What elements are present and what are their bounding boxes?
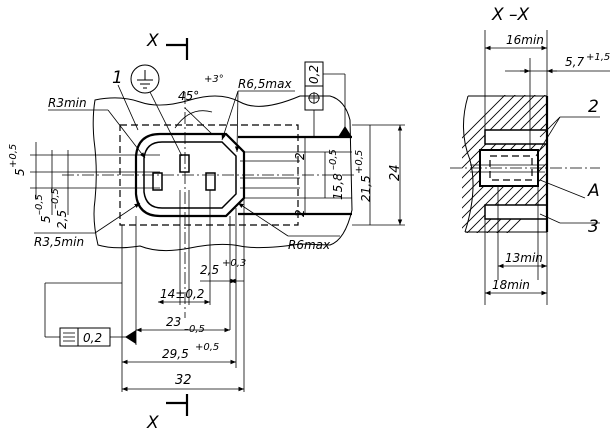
dim-r35min: R3,5min [34, 235, 84, 249]
callout-3: 3 [588, 217, 599, 237]
callout-1: 1 [112, 68, 123, 88]
tolerance-frame-top: 0,2 [304, 61, 352, 137]
contact-left [152, 172, 163, 191]
section-view: X –X [450, 5, 610, 305]
section-mark-bottom: X [146, 413, 159, 432]
dim-24: 24 [388, 164, 403, 181]
dim-18min: 18min [492, 278, 530, 292]
front-view: 1 X X 45° +3° R3min R6,5max R3,5min R6ma… [8, 31, 405, 432]
dim-2-bottom: 2 [293, 209, 307, 217]
dim-13min: 13min [505, 251, 543, 265]
dim-32: 32 [175, 373, 192, 388]
dim-16min: 16min [506, 33, 544, 47]
tolerance-frame-bottom: 0,2 [44, 282, 136, 347]
section-title: X –X [491, 5, 530, 25]
dim-25h: 2,5 [200, 263, 219, 277]
dim-r3min: R3min [48, 96, 87, 110]
dim-r65max: R6,5max [238, 77, 292, 91]
dim-23-tol: –0,5 [184, 324, 205, 335]
dim-23: 23 [166, 315, 181, 329]
dim-2-top: 2 [293, 152, 307, 160]
callout-2: 2 [588, 97, 599, 117]
dim-5-minus: 5 [39, 215, 53, 223]
panel-break-outline [92, 95, 353, 252]
dim-158-tol: –0,5 [328, 149, 339, 170]
dim-57-tol: +1,5 [586, 52, 610, 63]
section-break-line [462, 95, 474, 233]
dim-5-plus-tol: +0,5 [8, 144, 19, 168]
dim-5-minus-tol: –0,5 [34, 194, 45, 215]
connector-shell-outer [134, 132, 246, 218]
dim-14: 14±0,2 [160, 287, 204, 301]
dim-angle: 45° [178, 89, 199, 103]
callout-A: A [587, 181, 600, 201]
dim-215: 21,5 [359, 175, 373, 202]
contact-earth [179, 154, 190, 173]
tol-top-value: 0,2 [307, 65, 321, 84]
section-mark-top: X [146, 31, 159, 51]
dim-295: 29,5 [162, 347, 189, 361]
panel-cutout [119, 124, 299, 226]
dim-57: 5,7 [565, 55, 584, 69]
dim-angle-tol: +3° [204, 74, 224, 85]
contact-right [205, 172, 216, 191]
tol-bottom-value: 0,2 [83, 331, 102, 345]
dim-5-plus: 5 [13, 168, 27, 176]
dim-158: 15,8 [331, 173, 345, 200]
dim-25h-tol: +0,3 [222, 258, 246, 269]
dim-25-minus: 2,5 [55, 210, 69, 229]
dim-215-tol: +0,5 [354, 150, 365, 174]
connector-shell-inner [143, 141, 237, 209]
dim-r6max: R6max [288, 238, 331, 252]
dim-25-minus-tol: –0,5 [50, 188, 61, 209]
earth-symbol-icon [130, 64, 183, 157]
dim-295-tol: +0,5 [195, 342, 219, 353]
